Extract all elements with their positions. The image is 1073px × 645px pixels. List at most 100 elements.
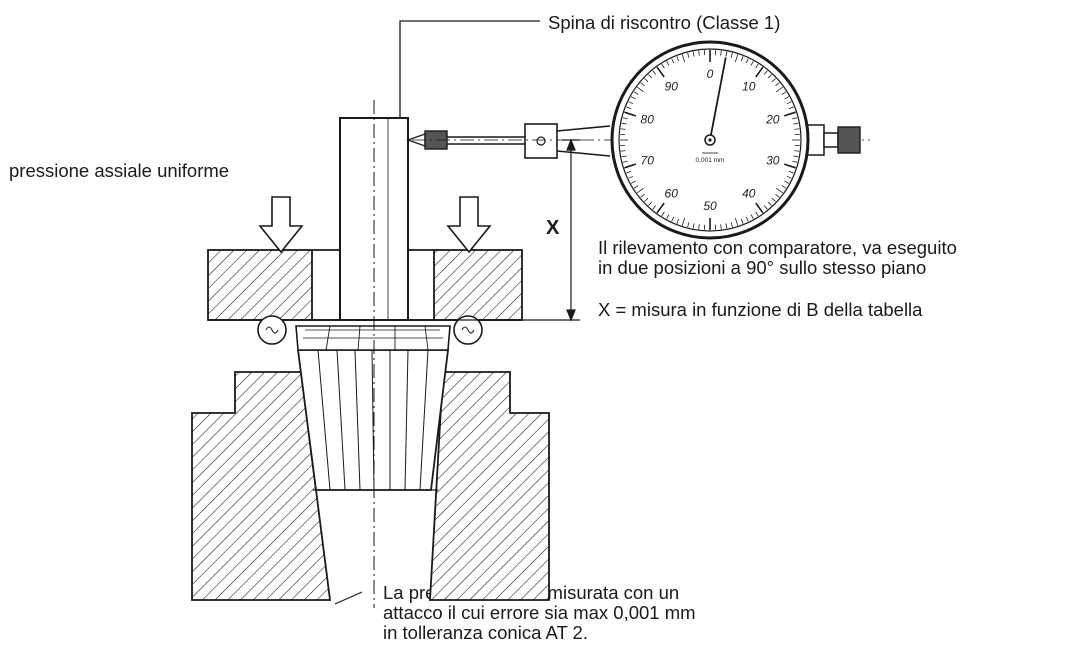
dial-tick bbox=[671, 58, 675, 64]
dial-tick bbox=[793, 155, 799, 158]
dial-tick bbox=[676, 56, 680, 62]
dial-number: 10 bbox=[742, 80, 756, 94]
pin-leader-line bbox=[399, 20, 540, 120]
dial-tick bbox=[624, 111, 637, 117]
dial-tick bbox=[644, 78, 649, 83]
dial-tick bbox=[781, 91, 787, 95]
dial-tick bbox=[750, 214, 754, 220]
dial-tick bbox=[720, 224, 722, 230]
dial-tick bbox=[720, 50, 722, 56]
dial-tick bbox=[767, 201, 772, 206]
dial-tick bbox=[644, 197, 649, 202]
dial-tick bbox=[767, 74, 772, 79]
dial-tick bbox=[666, 214, 670, 220]
dial-tick bbox=[626, 170, 632, 174]
dial-tick bbox=[681, 54, 686, 63]
dial-tick bbox=[692, 51, 695, 57]
dial-tick bbox=[755, 202, 764, 214]
dial-tick bbox=[692, 223, 695, 229]
dial-tick bbox=[640, 193, 645, 198]
dial-tick bbox=[783, 111, 796, 117]
dial-tick bbox=[755, 63, 759, 69]
dial-tick bbox=[763, 205, 768, 210]
dial-tick bbox=[776, 187, 784, 194]
dial-tick bbox=[633, 185, 639, 189]
dial-tick bbox=[633, 91, 639, 95]
dial-tick bbox=[621, 155, 627, 158]
dial-number: 40 bbox=[742, 186, 756, 200]
collet bbox=[295, 325, 451, 491]
dial-tick bbox=[792, 117, 798, 120]
dial-tick bbox=[786, 101, 792, 105]
dial-tick bbox=[771, 78, 776, 83]
dial-tick bbox=[734, 54, 739, 63]
dial-tick bbox=[661, 211, 665, 217]
dial-tick bbox=[681, 217, 686, 226]
dial-tick bbox=[626, 106, 632, 110]
precision-note-line2: attacco il cui errore sia max 0,001 mm bbox=[383, 602, 696, 623]
dial-tick bbox=[622, 117, 628, 120]
dial-tick bbox=[750, 60, 754, 66]
dimension-x-label: X bbox=[546, 217, 560, 239]
dial-tick bbox=[784, 180, 790, 184]
dial-tick bbox=[788, 170, 794, 174]
dial-number: 50 bbox=[703, 199, 717, 213]
dial-tick bbox=[775, 193, 780, 198]
dial-tick bbox=[636, 187, 644, 194]
pressure-label: pressione assiale uniforme bbox=[9, 160, 230, 181]
dial-tick bbox=[781, 185, 787, 189]
dial-tick bbox=[725, 223, 728, 229]
dial-number: 0 bbox=[707, 67, 714, 81]
dial-tick bbox=[792, 160, 798, 163]
bearing-balls bbox=[257, 315, 483, 345]
dial-tick bbox=[652, 70, 657, 75]
dial-tick bbox=[776, 86, 784, 93]
dial-tick bbox=[676, 218, 680, 224]
clamping-ring bbox=[207, 249, 523, 321]
dial-tick bbox=[628, 101, 634, 105]
precision-note-line3: in tolleranza conica AT 2. bbox=[383, 622, 588, 643]
dial-tick bbox=[661, 63, 665, 69]
dial-tick bbox=[734, 217, 739, 226]
dial-tick bbox=[725, 51, 728, 57]
dial-number: 60 bbox=[665, 186, 679, 200]
dial-tick bbox=[630, 96, 636, 100]
dial-tick bbox=[620, 150, 626, 152]
dial-tick bbox=[740, 218, 744, 224]
dial-tick bbox=[771, 197, 776, 202]
dial-tick bbox=[671, 216, 675, 222]
dial-tick bbox=[755, 211, 759, 217]
dial-tick bbox=[648, 74, 653, 79]
dial-tick bbox=[622, 160, 628, 163]
dial-tick bbox=[687, 52, 690, 58]
dial-tick bbox=[763, 70, 768, 75]
dial-tick bbox=[788, 106, 794, 110]
pin-label: Spina di riscontro (Classe 1) bbox=[548, 12, 781, 33]
dial-tick bbox=[740, 56, 744, 62]
dial-tick bbox=[636, 86, 644, 93]
dial-tick bbox=[640, 82, 645, 87]
measurement-note-line1: Il rilevamento con comparatore, va esegu… bbox=[598, 237, 957, 258]
pressure-arrows bbox=[258, 196, 492, 254]
dial-tick bbox=[656, 202, 665, 214]
dial-unit-label: 0,001 mm bbox=[696, 157, 725, 164]
collet-housing bbox=[191, 371, 550, 601]
dial-tick bbox=[687, 222, 690, 228]
dial-tick bbox=[628, 175, 634, 179]
dial-tick bbox=[666, 60, 670, 66]
dial-tick bbox=[730, 52, 733, 58]
indicator-knob bbox=[805, 124, 861, 156]
dial-tick bbox=[745, 216, 749, 222]
dial-ticks bbox=[620, 50, 800, 230]
dial-tick bbox=[624, 163, 637, 169]
dial-number: 30 bbox=[766, 153, 780, 167]
dial-tick bbox=[630, 180, 636, 184]
precision-leader-line bbox=[334, 591, 363, 605]
dial-number: 70 bbox=[641, 153, 655, 167]
dial-tick bbox=[648, 201, 653, 206]
dial-number: 80 bbox=[641, 113, 655, 127]
dial-tick bbox=[755, 66, 764, 78]
